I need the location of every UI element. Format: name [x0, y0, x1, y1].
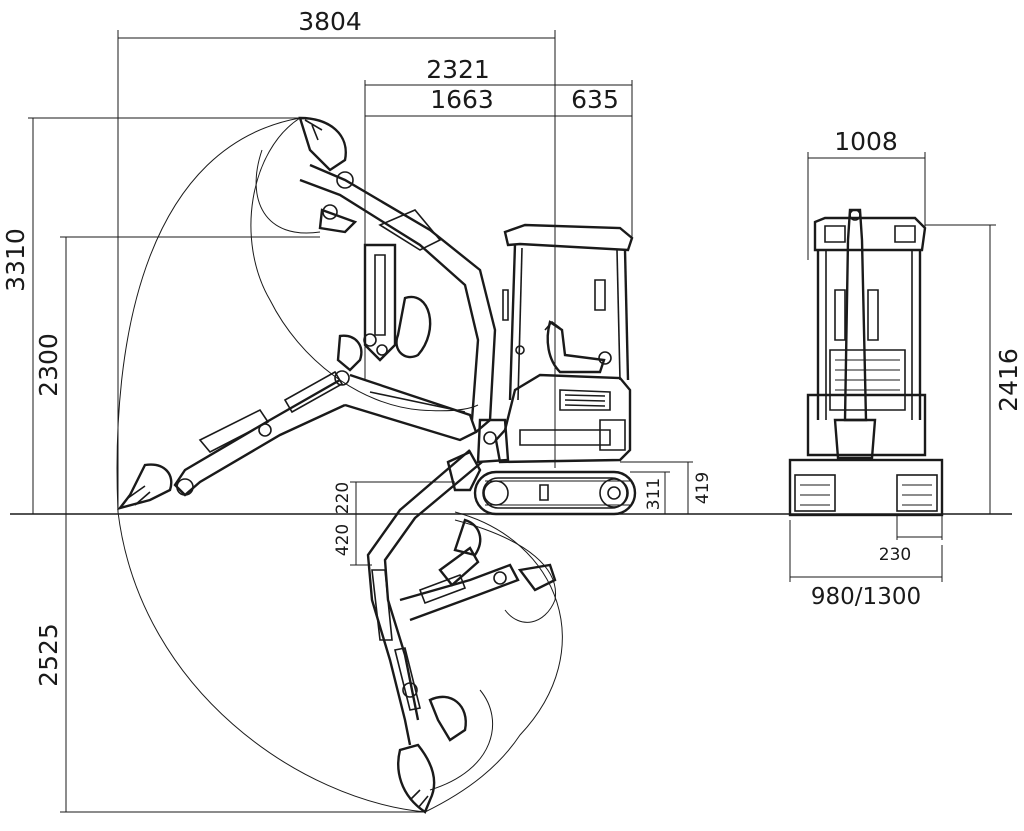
label-max-dump-height: 2300: [34, 333, 63, 397]
dig-envelope-lower: [424, 511, 563, 813]
label-top-width: 1008: [834, 127, 898, 156]
label-blade-raise: 220: [333, 482, 353, 514]
dim-track-width: 230: [879, 514, 943, 565]
bucket-arc-lower: [429, 689, 494, 791]
dim-max-dump-height: 2300: [34, 236, 320, 514]
label-front-length: 1663: [430, 85, 494, 114]
dim-track-height: 311: [630, 471, 670, 514]
dim-max-dig-depth: 2525: [34, 514, 425, 813]
label-undercarriage-height: 419: [693, 472, 713, 504]
label-track-width: 230: [879, 545, 911, 565]
label-max-dig-depth: 2525: [34, 623, 63, 687]
label-rear-length: 635: [571, 85, 619, 114]
dim-blade-raise: 220: [333, 481, 455, 514]
label-track-height: 311: [644, 478, 664, 510]
dim-max-dig-height: 3310: [1, 117, 300, 514]
boom-lowered: [366, 449, 557, 814]
side-view: 3804 2321 1663 635 3310 2300: [1, 7, 713, 814]
dim-undercarriage-height: 419: [620, 461, 713, 514]
dim-max-reach: 3804: [117, 7, 556, 512]
reach-envelope: [116, 117, 426, 813]
label-max-reach: 3804: [298, 7, 362, 36]
dim-track-gauge: 980/1300: [789, 520, 943, 610]
label-overall-height: 2416: [994, 348, 1023, 412]
dim-blade-lower: 420: [333, 514, 372, 566]
dim-top-width: 1008: [807, 127, 926, 260]
dump-envelope: [250, 117, 479, 412]
label-track-gauge: 980/1300: [811, 584, 921, 610]
bucket-arc-top: [255, 149, 321, 234]
excavator-body: [446, 223, 637, 516]
dim-front-rear-length: 1663 635: [365, 85, 632, 117]
label-overall-length: 2321: [426, 55, 490, 84]
dim-overall-length: 2321: [364, 55, 633, 380]
bucket-arc-mid: [454, 519, 557, 623]
front-view: 1008 2416 230 980/1300: [788, 127, 1023, 610]
dim-overall-height: 2416: [925, 224, 1023, 514]
boom-extended: [116, 370, 478, 511]
label-blade-lower: 420: [333, 524, 353, 556]
label-max-dig-height: 3310: [1, 228, 30, 292]
